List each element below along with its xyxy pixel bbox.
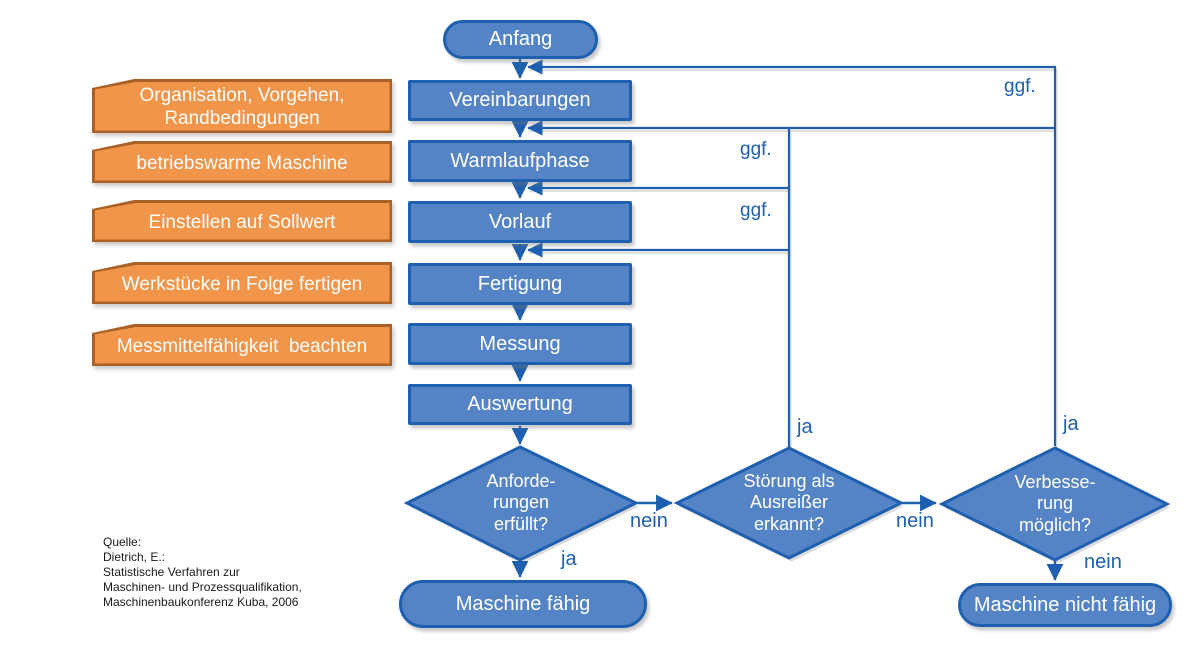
step-messung: Messung	[408, 323, 632, 365]
note-werkstuecke: Werkstücke in Folge fertigen	[92, 262, 392, 304]
step-label: Warmlaufphase	[450, 149, 590, 172]
note-fill	[94, 143, 390, 181]
step-vereinbarungen: Vereinbarungen	[408, 80, 632, 121]
note-text: Organisation, Vorgehen, Randbedingungen	[139, 85, 345, 129]
edge-label-ggf-top: ggf.	[1004, 76, 1036, 97]
decision-verbesserung-diamond	[938, 446, 1171, 562]
end-node-nicht-faehig: Maschine nicht fähig	[958, 583, 1172, 627]
step-label: Auswertung	[467, 393, 573, 415]
decision-stoerung-label: Störung als Ausreißer erkannt?	[743, 470, 835, 534]
feedback-shadow	[529, 68, 1058, 449]
end-node-faehig: Maschine fähig	[399, 580, 647, 628]
note-einstellen-sollwert: Einstellen auf Sollwert	[92, 200, 392, 242]
note-betriebswarme-maschine: betriebswarme Maschine	[92, 141, 392, 183]
feedback-line-improve-to-vereinbarungen	[527, 59, 1057, 446]
end-node-label: Maschine nicht fähig	[973, 593, 1157, 616]
step-label: Fertigung	[477, 272, 563, 295]
edge-label-ja-decision3: ja	[1063, 413, 1079, 435]
note-text: Werkstücke in Folge fertigen	[121, 273, 363, 295]
start-node: Anfang	[443, 20, 598, 59]
edge-label-ja-decision1: ja	[561, 548, 577, 570]
step-label: Vereinbarungen	[449, 89, 591, 111]
decision-anforderungen-label: Anforde- rungen erfüllt?	[486, 470, 556, 534]
step-label: Vorlauf	[488, 210, 552, 233]
note-fill	[94, 81, 390, 131]
edge-label-ja-decision2: ja	[797, 416, 813, 438]
note-fill	[94, 264, 390, 302]
note-text: Einstellen auf Sollwert	[148, 211, 336, 233]
note-messmittelfaehigkeit: Messmittelfähigkeit beachten	[92, 324, 392, 366]
note-organisation: Organisation, Vorgehen, Randbedingungen	[92, 79, 392, 133]
decision-verbesserung-label: Verbesse- rung möglich?	[1014, 471, 1096, 535]
step-fertigung: Fertigung	[408, 263, 632, 305]
edge-label-nein-decision3: nein	[1084, 551, 1122, 573]
step-warmlaufphase: Warmlaufphase	[408, 140, 632, 182]
step-label: Messung	[479, 332, 561, 355]
note-fill	[94, 202, 390, 240]
edge-label-ggf-vorlauf: ggf.	[740, 200, 772, 221]
step-vorlauf: Vorlauf	[408, 201, 632, 243]
note-text: betriebswarme Maschine	[136, 152, 348, 174]
end-node-label: Maschine fähig	[455, 592, 591, 615]
edge-label-ggf-warmlauf: ggf.	[740, 139, 772, 160]
decision-stoerung-diamond	[673, 446, 905, 560]
note-text: Messmittelfähigkeit beachten	[116, 335, 368, 357]
source-citation: Quelle: Dietrich, E.: Statistische Verfa…	[103, 535, 302, 609]
edge-label-nein-decision1: nein	[630, 510, 668, 532]
step-auswertung: Auswertung	[408, 384, 632, 425]
edge-label-nein-decision2: nein	[896, 510, 934, 532]
note-fill	[94, 326, 390, 364]
start-node-label: Anfang	[488, 28, 553, 50]
decision-anforderungen-diamond	[403, 445, 640, 562]
